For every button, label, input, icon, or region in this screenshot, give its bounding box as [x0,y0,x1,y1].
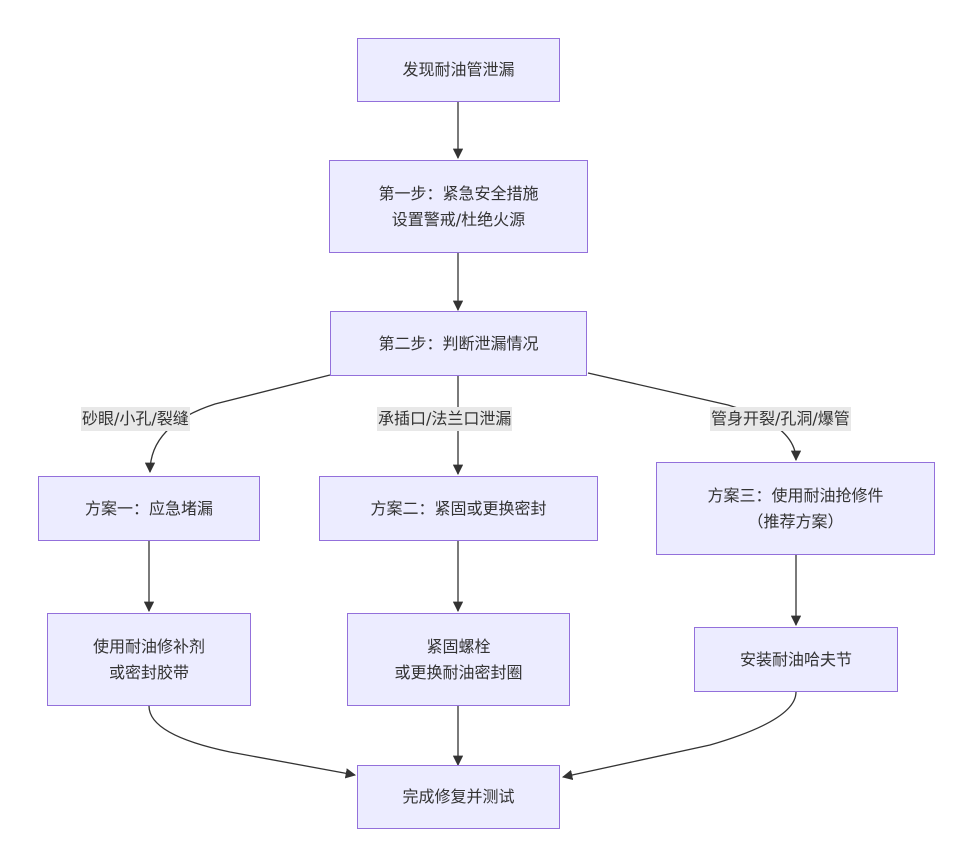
edge-actA-end [148,705,357,779]
node-action-b[interactable]: 紧固螺栓 或更换耐油密封圈 [347,613,570,706]
node-plan-a[interactable]: 方案一：应急堵漏 [38,476,260,541]
node-label: 发现耐油管泄漏 [402,60,515,79]
node-label: 完成修复并测试 [402,787,515,806]
edge-actC-end [561,691,797,781]
edge-label-pipe-burst: 管身开裂/孔洞/爆管 [710,407,851,431]
node-label: 使用耐油修补剂 或密封胶带 [92,636,205,682]
node-action-c[interactable]: 安装耐油哈夫节 [694,627,898,692]
node-label: 方案二：紧固或更换密封 [370,498,547,518]
node-complete-test[interactable]: 完成修复并测试 [357,765,560,829]
node-label: 紧固螺栓 或更换耐油密封圈 [394,636,523,682]
node-step2-assess[interactable]: 第二步：判断泄漏情况 [330,311,587,376]
node-plan-c[interactable]: 方案三：使用耐油抢修件 （推荐方案） [656,462,935,555]
node-find-leak[interactable]: 发现耐油管泄漏 [357,38,560,102]
node-label: 安装耐油哈夫节 [739,649,852,669]
node-plan-b[interactable]: 方案二：紧固或更换密封 [319,476,598,541]
node-label: 方案三：使用耐油抢修件 （推荐方案） [707,485,884,531]
node-action-a[interactable]: 使用耐油修补剂 或密封胶带 [47,613,251,706]
node-label: 方案一：应急堵漏 [84,498,213,518]
edge-label-pinhole: 砂眼/小孔/裂缝 [81,407,190,431]
node-step1-safety[interactable]: 第一步：紧急安全措施 设置警戒/杜绝火源 [329,160,588,253]
node-label: 第二步：判断泄漏情况 [378,333,539,353]
node-label: 第一步：紧急安全措施 设置警戒/杜绝火源 [378,183,539,229]
edge-label-joint-leak: 承插口/法兰口泄漏 [377,407,513,431]
